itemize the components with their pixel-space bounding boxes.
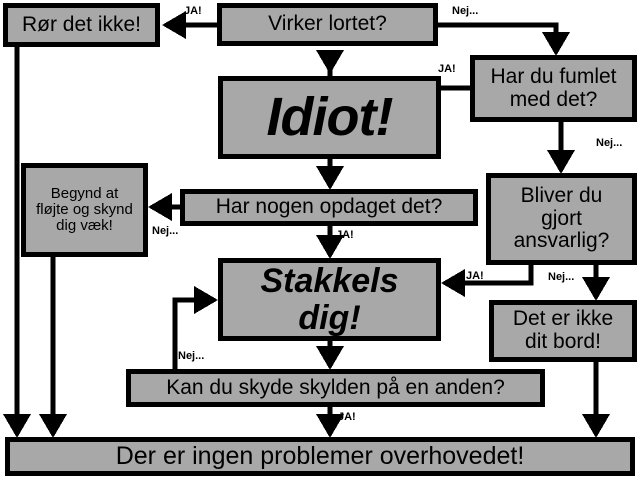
node-har-du-fumlet[interactable]: Har du fumlet med det?: [470, 55, 637, 122]
node-ingen-problemer[interactable]: Der er ingen problemer overhovedet!: [5, 437, 635, 476]
node-label: Idiot!: [266, 87, 394, 148]
node-begynd-at-flojte[interactable]: Begynd at fløjte og skynd dig væk!: [21, 163, 148, 257]
edge-label-skyde-ja: JA!: [338, 411, 356, 423]
node-label: Der er ingen problemer overhovedet!: [115, 442, 525, 470]
edge-label-fumlet-nej: Nej...: [596, 137, 623, 149]
edge-label-virker-ja: JA!: [184, 5, 202, 17]
node-label: Kan du skyde skylden på en anden?: [166, 375, 505, 399]
node-ror-det-ikke[interactable]: Rør det ikke!: [3, 3, 160, 47]
node-kan-du-skyde-skylden[interactable]: Kan du skyde skylden på en anden?: [126, 369, 545, 407]
node-label: Virker lortet?: [268, 12, 387, 36]
node-label: Det er ikke dit bord!: [512, 307, 614, 353]
node-label: Har nogen opdaget det?: [215, 195, 443, 219]
node-det-er-ikke-dit-bord[interactable]: Det er ikke dit bord!: [489, 300, 637, 362]
node-label: Begynd at fløjte og skynd dig væk!: [36, 184, 133, 235]
node-har-nogen-opdaget-det[interactable]: Har nogen opdaget det?: [180, 189, 478, 226]
node-bliver-du-gjort-ansvarlig[interactable]: Bliver du gjort ansvarlig?: [486, 173, 637, 265]
node-stakkels-dig[interactable]: Stakkels dig!: [218, 258, 441, 341]
edge-label-ansvarlig-ja: JA!: [466, 270, 484, 282]
edge-label-fumlet-ja: JA!: [438, 63, 456, 75]
edge-label-ansvarlig-nej: Nej...: [548, 271, 575, 283]
edge-label-opdaget-ja: JA!: [336, 229, 354, 241]
edge-label-opdaget-nej: Nej...: [152, 225, 179, 237]
edge-label-virker-nej: Nej...: [452, 5, 479, 17]
node-label: Har du fumlet med det?: [490, 64, 617, 111]
node-virker-lortet[interactable]: Virker lortet?: [217, 3, 438, 46]
edge-label-skyde-nej: Nej...: [178, 350, 205, 362]
node-label: Bliver du gjort ansvarlig?: [513, 183, 610, 253]
node-idiot[interactable]: Idiot!: [218, 76, 441, 159]
node-label: Stakkels dig!: [260, 261, 399, 337]
node-label: Rør det ikke!: [21, 12, 142, 36]
